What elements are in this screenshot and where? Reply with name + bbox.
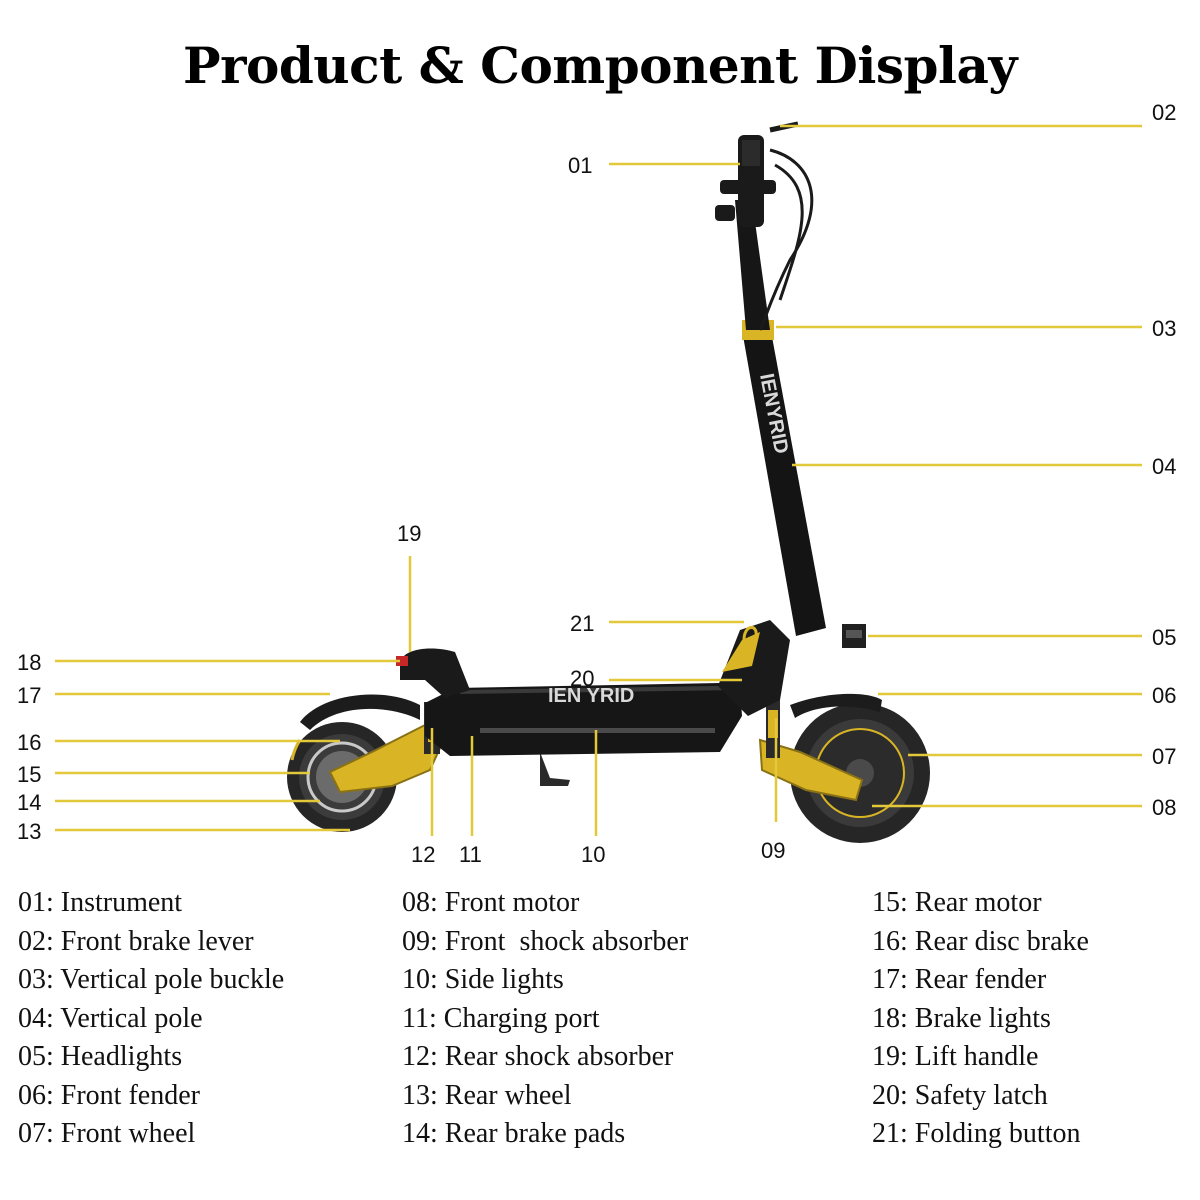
callout-20: 20	[570, 666, 594, 691]
callout-numbers: 01 02 03 04 05 06 07 08 09 10 11 12 13 1…	[17, 100, 1176, 867]
callout-08: 08	[1152, 795, 1176, 820]
safety-latch-shape	[742, 626, 758, 641]
legend-item: 08: Front motor	[402, 887, 580, 918]
legend-item: 01: Instrument	[18, 887, 183, 918]
callout-05: 05	[1152, 625, 1176, 650]
front-swing-arm	[758, 738, 864, 802]
legend-item: 13: Rear wheel	[402, 1079, 572, 1111]
legend-item: 19: Lift handle	[872, 1041, 1039, 1072]
legend-item: 06: Front fender	[18, 1079, 200, 1111]
legend-item: 10: Side lights	[402, 964, 564, 995]
legend-item: 17: Rear fender	[872, 964, 1047, 995]
rear-fender	[300, 694, 420, 730]
leader-lines	[55, 124, 1142, 836]
lift-handle-shape	[400, 648, 470, 698]
callout-06: 06	[1152, 683, 1176, 708]
legend-item: 11: Charging port	[402, 1002, 600, 1034]
callout-19: 19	[397, 521, 421, 546]
svg-text:IEN YRID: IEN YRID	[548, 685, 634, 707]
legend-item: 16: Rear disc brake	[872, 925, 1089, 957]
brake-light-shape	[396, 656, 408, 666]
callout-03: 03	[1152, 316, 1176, 341]
page-title: Product & Component Display	[183, 36, 1017, 95]
legend-item: 07: Front wheel	[18, 1118, 196, 1149]
legend-column-1: 01: Instrument 02: Front brake lever 03:…	[18, 884, 284, 1154]
stem	[742, 326, 826, 636]
legend-item: 03: Vertical pole buckle	[18, 964, 285, 995]
legend-item: 09: Front shock absorber	[402, 925, 689, 957]
legend-item: 02: Front brake lever	[18, 925, 254, 957]
legend-item: 04: Vertical pole	[18, 1002, 203, 1034]
legend-column-2: 08: Front motor 09: Front shock absorber…	[402, 884, 688, 1154]
callout-10: 10	[581, 842, 605, 867]
legend-column-3: 15: Rear motor 16: Rear disc brake 17: R…	[872, 884, 1089, 1154]
legend-item: 21: Folding button	[872, 1118, 1081, 1149]
callout-14: 14	[17, 790, 41, 815]
legend-item: 12: Rear shock absorber	[402, 1041, 674, 1072]
legend-item: 14: Rear brake pads	[402, 1118, 626, 1149]
folding-joint	[718, 620, 790, 716]
callout-21: 21	[570, 611, 594, 636]
callout-15: 15	[17, 762, 41, 787]
callout-18: 18	[17, 650, 41, 675]
legend-item: 20: Safety latch	[872, 1079, 1048, 1111]
callout-07: 07	[1152, 744, 1176, 769]
deck	[425, 683, 742, 756]
callout-01: 01	[568, 153, 592, 178]
side-light-strip	[480, 728, 715, 733]
callout-17: 17	[17, 683, 41, 708]
kickstand	[540, 752, 570, 786]
rear-swing-arm	[328, 723, 442, 794]
legend-item: 18: Brake lights	[872, 1002, 1051, 1034]
front-wheel	[790, 703, 930, 843]
scooter-diagram: IEN YRID IENYRID	[17, 100, 1176, 867]
callout-11: 11	[459, 842, 482, 867]
callout-13: 13	[17, 819, 41, 844]
legend-item: 15: Rear motor	[872, 887, 1042, 918]
callout-04: 04	[1152, 454, 1176, 479]
callout-02: 02	[1152, 100, 1176, 125]
callout-16: 16	[17, 730, 41, 755]
scooter-illustration: IEN YRID IENYRID	[287, 121, 930, 843]
legend-item: 05: Headlights	[18, 1041, 183, 1072]
callout-09: 09	[761, 838, 785, 863]
front-fender	[790, 693, 882, 718]
callout-12: 12	[411, 842, 435, 867]
